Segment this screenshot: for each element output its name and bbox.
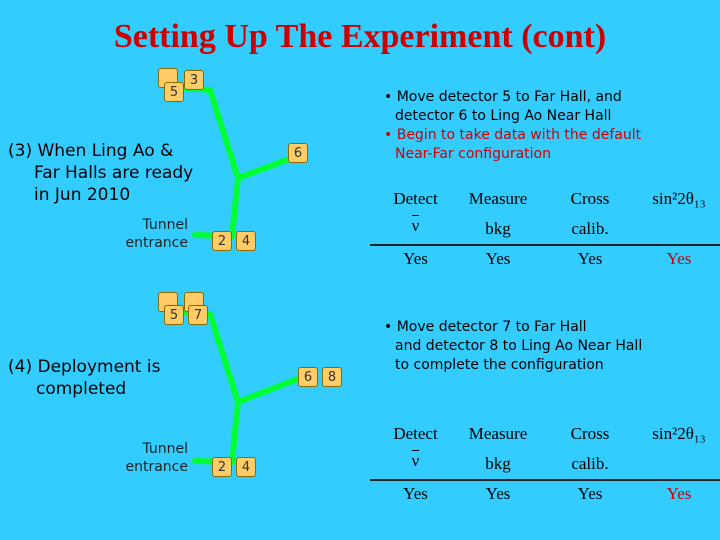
- detector-icon: 4: [236, 231, 256, 251]
- detector-icon: 4: [236, 457, 256, 477]
- tunnel-arm: [229, 175, 241, 239]
- step-line: (4) Deployment is: [8, 357, 161, 377]
- table-header: bkg: [485, 219, 511, 238]
- table-header: Cross: [570, 189, 610, 208]
- detector-icon: 5: [164, 82, 184, 102]
- step-line: (3) When Ling Ao &: [8, 141, 174, 161]
- table-header: bkg: [485, 454, 511, 473]
- bullet-line: and detector 8 to Ling Ao Near Hall: [395, 338, 643, 354]
- bullet-line: • Move detector 7 to Far Hall: [384, 319, 587, 335]
- table-header: calib.: [571, 454, 609, 473]
- tunnel-arm: [182, 309, 303, 406]
- detector-icon: 3: [184, 70, 204, 90]
- tunnel-entrance-label: Tunnel entrance: [125, 217, 189, 251]
- tunnel-arm: [182, 85, 303, 182]
- detector-icon: 6: [298, 367, 318, 387]
- step-line: Far Halls are ready: [34, 163, 194, 183]
- table-header: Measure: [468, 424, 528, 443]
- bullet-line: Near-Far configuration: [395, 146, 551, 162]
- table-header: Detect: [393, 189, 438, 208]
- panel-1-bullets: • Move detector 5 to Far Hall, and detec…: [384, 88, 641, 164]
- table-header: sin²2θ₁₃: [652, 424, 706, 443]
- table-header: ν: [411, 450, 420, 470]
- panel-2-table: Detect ν Measure bkg Cross calib. sin²2θ…: [370, 418, 720, 508]
- step-line: in Jun 2010: [34, 185, 131, 205]
- table-cell: Yes: [666, 484, 692, 503]
- panel-2-bullets: • Move detector 7 to Far Hall and detect…: [384, 318, 642, 375]
- table-cell: Yes: [577, 484, 603, 503]
- panel-1-table: Detect ν Measure bkg Cross calib. sin²2θ…: [370, 183, 720, 273]
- table-cell: Yes: [485, 484, 511, 503]
- table-header: Cross: [570, 424, 610, 443]
- table-header: Measure: [468, 189, 528, 208]
- table-divider: [370, 479, 720, 481]
- bullet-line: to complete the configuration: [395, 357, 604, 373]
- step-3-description: (3) When Ling Ao & Far Halls are ready i…: [8, 140, 193, 206]
- table-header: sin²2θ₁₃: [652, 189, 706, 208]
- table-header: Detect: [393, 424, 438, 443]
- step-line: completed: [36, 379, 127, 399]
- table-cell: Yes: [485, 249, 511, 268]
- table-header: calib.: [571, 219, 609, 238]
- detector-icon: 8: [322, 367, 342, 387]
- page-title: Setting Up The Experiment (cont): [113, 18, 607, 55]
- detector-icon: 2: [212, 457, 232, 477]
- step-4-description: (4) Deployment is completed: [8, 356, 160, 400]
- detector-icon: 6: [288, 143, 308, 163]
- detector-icon: 7: [188, 305, 208, 325]
- tunnel-entrance-label: Tunnel entrance: [125, 441, 189, 475]
- table-cell: Yes: [666, 249, 692, 268]
- tunnel-arm: [229, 399, 241, 465]
- table-cell: Yes: [403, 484, 428, 503]
- bullet-line: • Begin to take data with the default: [384, 127, 642, 143]
- detector-icon: 5: [164, 305, 184, 325]
- table-divider: [370, 244, 720, 246]
- bullet-line: detector 6 to Ling Ao Near Hall: [395, 108, 612, 124]
- table-header: ν: [411, 215, 420, 235]
- bullet-line: • Move detector 5 to Far Hall, and: [384, 89, 622, 105]
- table-cell: Yes: [577, 249, 603, 268]
- detector-icon: 2: [212, 231, 232, 251]
- table-cell: Yes: [403, 249, 428, 268]
